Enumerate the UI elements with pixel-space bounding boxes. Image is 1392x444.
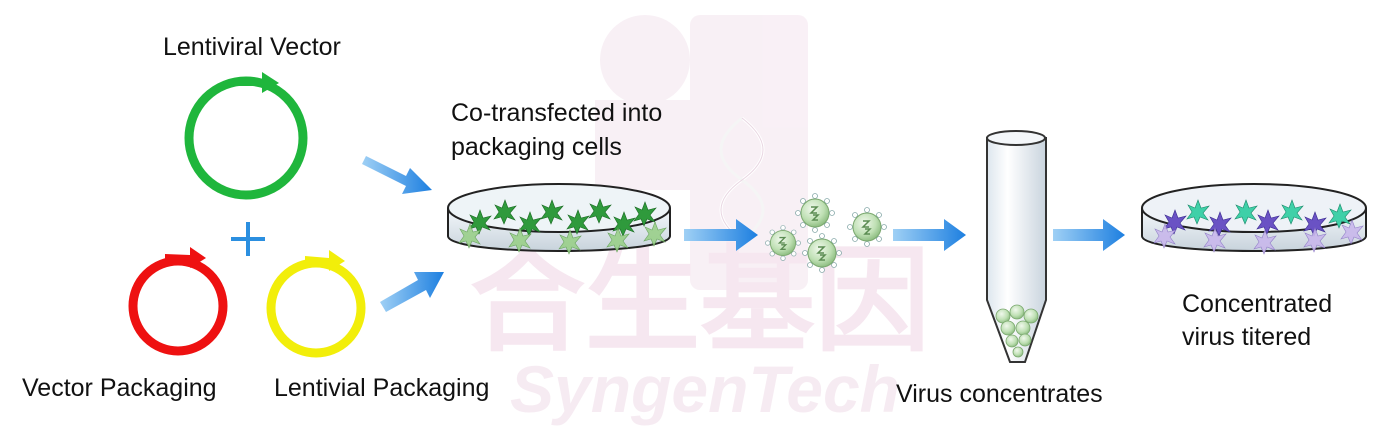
titered-dish [1141, 183, 1367, 255]
arrow-tube-to-dish [1053, 219, 1125, 251]
label-concentrated-line1: Concentrated [1182, 290, 1333, 318]
label-lentivial-packaging: Lentivial Packaging [274, 374, 490, 402]
arrow-virus-to-tube [893, 219, 966, 251]
vector-packaging-plasmid-icon [128, 247, 228, 356]
arrow-dish-to-virus [684, 219, 758, 251]
arrow-packaging-to-dish [380, 272, 444, 312]
label-cotransfected-line2: packaging cells [451, 133, 622, 161]
centrifuge-tube [986, 130, 1047, 363]
label-virus-concentrates: Virus concentrates [896, 380, 1103, 408]
lentiviral-vector-plasmid-icon [184, 72, 308, 200]
label-vector-packaging: Vector Packaging [22, 374, 217, 402]
watermark: 合生基因 SyngenTech [470, 15, 930, 426]
dna-helix-icon [719, 116, 765, 242]
watermark-en: SyngenTech [510, 352, 900, 426]
label-lentiviral-vector: Lentiviral Vector [163, 33, 341, 61]
plus-icon [231, 222, 265, 256]
label-cotransfected-line1: Co-transfected into [451, 99, 663, 127]
lentivial-packaging-plasmid-icon [266, 250, 366, 358]
label-concentrated-line2: virus titered [1182, 323, 1312, 351]
packaging-cells-dish [447, 183, 671, 255]
arrow-vector-to-dish [362, 156, 432, 194]
watermark-cn: 合生基因 [470, 237, 930, 365]
